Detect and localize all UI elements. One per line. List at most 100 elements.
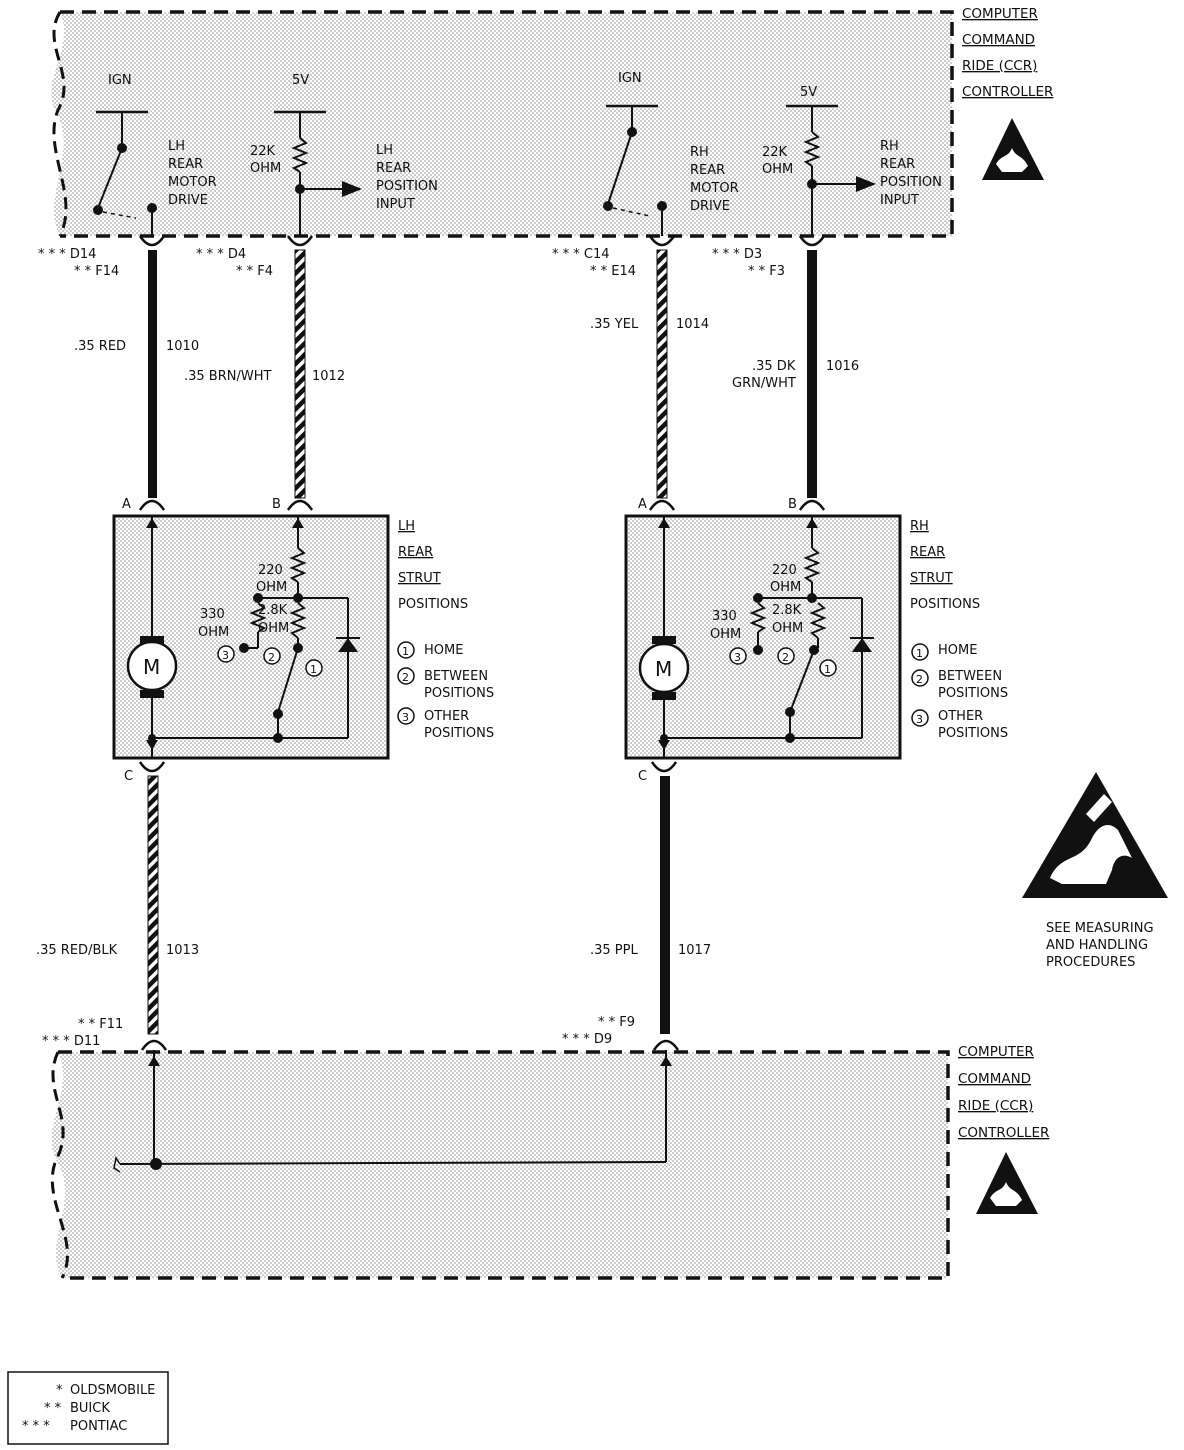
ign-label: IGN — [618, 71, 642, 86]
lh-strut-module: A B M 220 — [112, 497, 468, 784]
lh-motor-drive-label: DRIVE — [168, 193, 208, 208]
resistor-value: OHM — [198, 625, 229, 640]
strut-title-line: REAR — [398, 545, 433, 560]
pin-letter: B — [272, 497, 281, 512]
controller-title-line: COMPUTER — [962, 6, 1038, 22]
legend-make: PONTIAC — [70, 1419, 127, 1434]
wire-1017: .35 PPL 1017 — [590, 776, 711, 1034]
wire-color-label: .35 RED/BLK — [36, 943, 118, 958]
lh-motor-drive-label: REAR — [168, 157, 203, 172]
wire-color-label: .35 PPL — [590, 943, 638, 958]
strut-title-line: STRUT — [398, 571, 441, 586]
strut-title-line: RH — [910, 519, 929, 534]
ign-label: IGN — [108, 73, 132, 88]
circuit-number: 1012 — [312, 369, 345, 384]
lh-motor-drive-label: LH — [168, 139, 185, 154]
esd-notice: SEE MEASURING AND HANDLING PROCEDURES — [1046, 921, 1154, 970]
top-controller-title: COMPUTER COMMAND RIDE (CCR) CONTROLLER — [962, 6, 1053, 100]
lh-positions-legend: 1 HOME 2 BETWEEN POSITIONS 3 OTHER POSIT… — [397, 641, 494, 741]
position-number: 3 — [734, 651, 741, 664]
legend-text: POSITIONS — [938, 726, 1008, 741]
resistor-value: OHM — [762, 162, 793, 177]
resistor-value: OHM — [772, 621, 803, 636]
wire-1010: .35 RED 1010 — [74, 250, 199, 498]
legend-text: BETWEEN — [938, 669, 1002, 684]
legend-number: 1 — [402, 645, 409, 658]
motor-label: M — [655, 657, 672, 681]
esd-warning-icon — [1022, 772, 1168, 898]
lh-motor-drive-label: MOTOR — [168, 175, 217, 190]
pin-letter: A — [638, 497, 647, 512]
resistor-value: OHM — [710, 627, 741, 642]
resistor-value: 330 — [200, 607, 225, 622]
rh-motor-drive-switch: IGN RH REAR MOTOR DRIVE — [603, 71, 739, 236]
strut-title-line: REAR — [910, 545, 945, 560]
resistor-value: 22K — [762, 145, 788, 160]
controller-title-line: COMPUTER — [958, 1044, 1034, 1060]
rh-position-input-label: INPUT — [880, 193, 919, 208]
lh-motor-drive-switch: IGN LH REAR MOTOR DRIVE — [93, 73, 217, 236]
legend-text: OTHER — [424, 709, 469, 724]
position-number: 1 — [310, 663, 317, 676]
esd-notice-line: PROCEDURES — [1046, 955, 1135, 970]
pin-label: * * F9 — [598, 1015, 635, 1030]
wire-1016: .35 DK GRN/WHT 1016 — [732, 250, 859, 498]
legend-text: HOME — [424, 643, 463, 658]
vehicle-legend: * OLDSMOBILE * * BUICK * * * PONTIAC — [7, 1371, 169, 1445]
bottom-controller-title: COMPUTER COMMAND RIDE (CCR) CONTROLLER — [958, 1044, 1049, 1141]
lh-position-input-label: POSITION — [376, 179, 438, 194]
controller-title-line: CONTROLLER — [958, 1125, 1049, 1141]
legend-make: OLDSMOBILE — [70, 1383, 155, 1398]
circuit-number: 1014 — [676, 317, 709, 332]
wire-color-label: .35 DK — [752, 359, 796, 374]
strut-title-line: LH — [398, 519, 415, 534]
legend-stars: * * * — [22, 1419, 50, 1434]
strut-title-line: STRUT — [910, 571, 953, 586]
controller-title-line: RIDE (CCR) — [958, 1098, 1033, 1114]
legend-text: HOME — [938, 643, 977, 658]
pin-label: * * * C14 — [552, 247, 610, 262]
lh-position-input-label: LH — [376, 143, 393, 158]
pin-label: * * * D9 — [562, 1032, 612, 1047]
position-number: 3 — [222, 649, 229, 662]
wire-color-label: GRN/WHT — [732, 376, 796, 391]
pin-label: * * F11 — [78, 1017, 123, 1032]
5v-label: 5V — [292, 73, 309, 88]
legend-stars: * — [56, 1383, 63, 1398]
controller-title-line: RIDE (CCR) — [962, 58, 1037, 74]
resistor-value: OHM — [258, 621, 289, 636]
legend-number: 3 — [402, 711, 409, 724]
pin-label: * * F4 — [236, 264, 273, 279]
resistor-value: 2.8K — [772, 603, 802, 618]
5v-label: 5V — [800, 85, 817, 100]
position-number: 2 — [782, 651, 789, 664]
pin-label: * * F14 — [74, 264, 119, 279]
circuit-number: 1010 — [166, 339, 199, 354]
rh-positions-legend: 1 HOME 2 BETWEEN POSITIONS 3 OTHER POSIT… — [911, 643, 1008, 741]
legend-number: 1 — [916, 647, 923, 660]
rh-motor-drive-label: DRIVE — [690, 199, 730, 214]
rh-motor-drive-label: REAR — [690, 163, 725, 178]
rh-motor-drive-label: RH — [690, 145, 709, 160]
strut-title-line: POSITIONS — [910, 597, 980, 612]
circuit-number: 1016 — [826, 359, 859, 374]
legend-stars: * * — [44, 1401, 62, 1416]
pin-letter: B — [788, 497, 797, 512]
bottom-controller-box — [50, 1050, 950, 1280]
bottom-connector-pins: * * F11 * * * D11 * * F9 * * * D9 — [42, 1015, 680, 1051]
pin-label: * * F3 — [748, 264, 785, 279]
resistor-value: OHM — [770, 580, 801, 595]
pin-label: * * E14 — [590, 264, 636, 279]
position-number: 2 — [268, 651, 275, 664]
wire-color-label: .35 YEL — [590, 317, 639, 332]
controller-title-line: COMMAND — [962, 32, 1035, 48]
legend-text: POSITIONS — [424, 686, 494, 701]
resistor-value: 220 — [772, 563, 797, 578]
pin-letter: C — [124, 769, 133, 784]
top-controller-box — [51, 10, 954, 238]
circuit-number: 1017 — [678, 943, 711, 958]
resistor-value: OHM — [250, 161, 281, 176]
circuit-number: 1013 — [166, 943, 199, 958]
